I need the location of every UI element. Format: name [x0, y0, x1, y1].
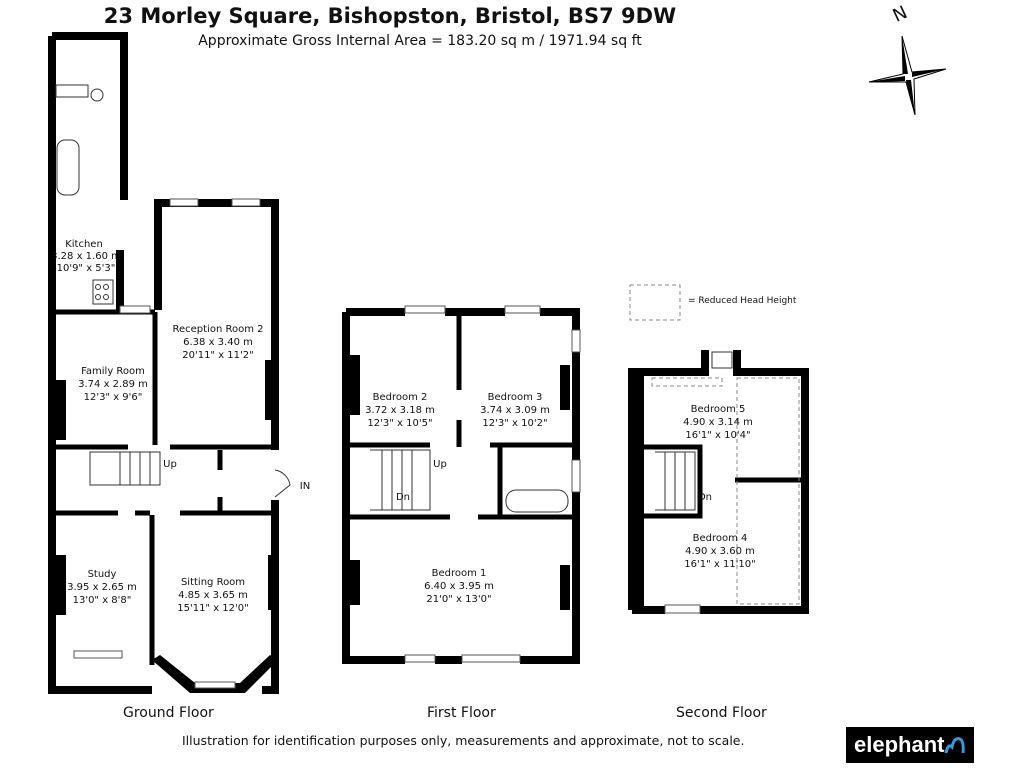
- stairs-up-label: Up: [163, 459, 177, 470]
- compass-north-label: N: [890, 2, 911, 27]
- second-floor-label: Second Floor: [676, 705, 767, 721]
- room-name-kitchen: Kitchen: [65, 239, 103, 250]
- room-imperial-bedroom-5: 16'1" x 10'4": [685, 430, 750, 441]
- room-name-bedroom-1: Bedroom 1: [432, 568, 487, 579]
- room-imperial-family-room: 12'3" x 9'6": [84, 392, 143, 403]
- reduced-head-height-swatch: [629, 284, 681, 321]
- logo-trunk-icon: [944, 737, 965, 754]
- room-imperial-bedroom-4: 16'1" x 11'10": [684, 559, 756, 570]
- disclaimer: Illustration for identification purposes…: [182, 733, 745, 748]
- room-imperial-bedroom-3: 12'3" x 10'2": [482, 418, 547, 429]
- stairs-down-label: Dn: [698, 492, 712, 503]
- ground-floor-plan: Kitchen 3.28 x 1.60 m 10'9" x 5'3" Recep…: [48, 32, 310, 694]
- room-metric-bedroom-4: 4.90 x 3.60 m: [685, 546, 755, 557]
- room-name-sitting-room: Sitting Room: [181, 577, 245, 588]
- room-name-reception-room-2: Reception Room 2: [172, 324, 263, 335]
- room-metric-family-room: 3.74 x 2.89 m: [78, 379, 148, 390]
- room-name-bedroom-5: Bedroom 5: [691, 404, 746, 415]
- room-imperial-study: 13'0" x 8'8": [73, 595, 132, 606]
- room-name-bedroom-2: Bedroom 2: [373, 392, 428, 403]
- compass-icon: N: [868, 2, 947, 116]
- gross-area: Approximate Gross Internal Area = 183.20…: [198, 33, 642, 49]
- entrance-label: IN: [300, 481, 310, 492]
- room-name-study: Study: [88, 569, 117, 580]
- room-imperial-kitchen: 10'9" x 5'3": [57, 263, 116, 274]
- room-name-bedroom-3: Bedroom 3: [488, 392, 543, 403]
- room-imperial-bedroom-2: 12'3" x 10'5": [367, 418, 432, 429]
- room-metric-bedroom-5: 4.90 x 3.14 m: [683, 417, 753, 428]
- room-metric-bedroom-2: 3.72 x 3.18 m: [365, 405, 435, 416]
- first-floor-plan: Bedroom 2 3.72 x 3.18 m 12'3" x 10'5" Be…: [342, 305, 581, 664]
- room-name-family-room: Family Room: [81, 366, 145, 377]
- room-metric-study: 3.95 x 2.65 m: [67, 582, 137, 593]
- second-floor-plan: Bedroom 5 4.90 x 3.14 m 16'1" x 10'4" Be…: [628, 350, 809, 614]
- stairs-down-label: Dn: [396, 492, 410, 503]
- room-imperial-sitting-room: 15'11" x 12'0": [177, 603, 249, 614]
- legend-text: = Reduced Head Height: [688, 296, 797, 306]
- logo-text: elephant: [854, 732, 945, 757]
- stairs-up-label: Up: [433, 459, 447, 470]
- room-metric-bedroom-3: 3.74 x 3.09 m: [480, 405, 550, 416]
- ground-floor-label: Ground Floor: [123, 705, 214, 721]
- room-name-bedroom-4: Bedroom 4: [693, 533, 748, 544]
- elephant-logo: elephant: [846, 727, 974, 763]
- room-metric-bedroom-1: 6.40 x 3.95 m: [424, 581, 494, 592]
- room-imperial-reception-room-2: 20'11" x 11'2": [182, 350, 254, 361]
- room-metric-kitchen: 3.28 x 1.60 m: [51, 251, 121, 262]
- page-title: 23 Morley Square, Bishopston, Bristol, B…: [103, 4, 677, 28]
- room-imperial-bedroom-1: 21'0" x 13'0": [426, 594, 491, 605]
- room-metric-sitting-room: 4.85 x 3.65 m: [178, 590, 248, 601]
- first-floor-label: First Floor: [427, 705, 496, 721]
- room-metric-reception-room-2: 6.38 x 3.40 m: [183, 337, 253, 348]
